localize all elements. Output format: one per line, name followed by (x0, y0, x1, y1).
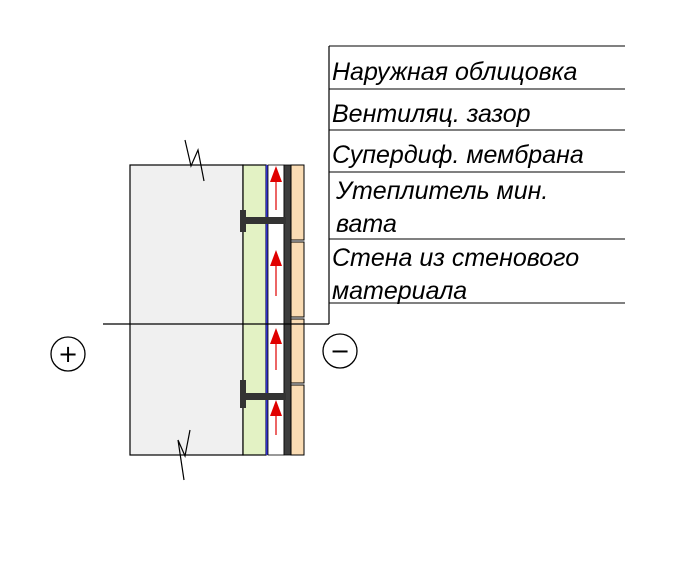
up-arrow-icon (270, 166, 282, 210)
outside-symbol: − (330, 337, 350, 365)
label-membrane: Супердиф. мембрана (332, 141, 584, 169)
label-insulation-line1: Утеплитель мин. (335, 177, 548, 205)
break-line-icon (177, 139, 205, 481)
airflow-arrows (270, 166, 282, 435)
cladding-panel (290, 384, 305, 456)
cladding-panels (290, 164, 305, 456)
label-wall-line2: материала (332, 277, 467, 305)
label-wall-line1: Стена из стенового (332, 244, 579, 272)
label-insulation-line2: вата (336, 210, 397, 238)
subframe-profile (283, 164, 292, 456)
label-separators (329, 45, 625, 304)
bracket-upper (240, 210, 286, 232)
up-arrow-icon (270, 328, 282, 370)
wall-block (129, 164, 244, 456)
up-arrow-icon (270, 400, 282, 435)
up-arrow-icon (270, 250, 282, 296)
insulation-layer (242, 164, 267, 456)
label-vent-gap: Вентиляц. зазор (332, 100, 531, 128)
cladding-panel (290, 164, 305, 241)
cladding-panel (290, 241, 305, 318)
bracket-lower (240, 380, 286, 408)
cladding-panel (290, 318, 305, 384)
inside-plus-icon (50, 336, 86, 372)
outside-minus-icon (322, 333, 358, 369)
label-cladding: Наружная облицовка (332, 58, 577, 86)
inside-symbol: + (58, 340, 78, 368)
